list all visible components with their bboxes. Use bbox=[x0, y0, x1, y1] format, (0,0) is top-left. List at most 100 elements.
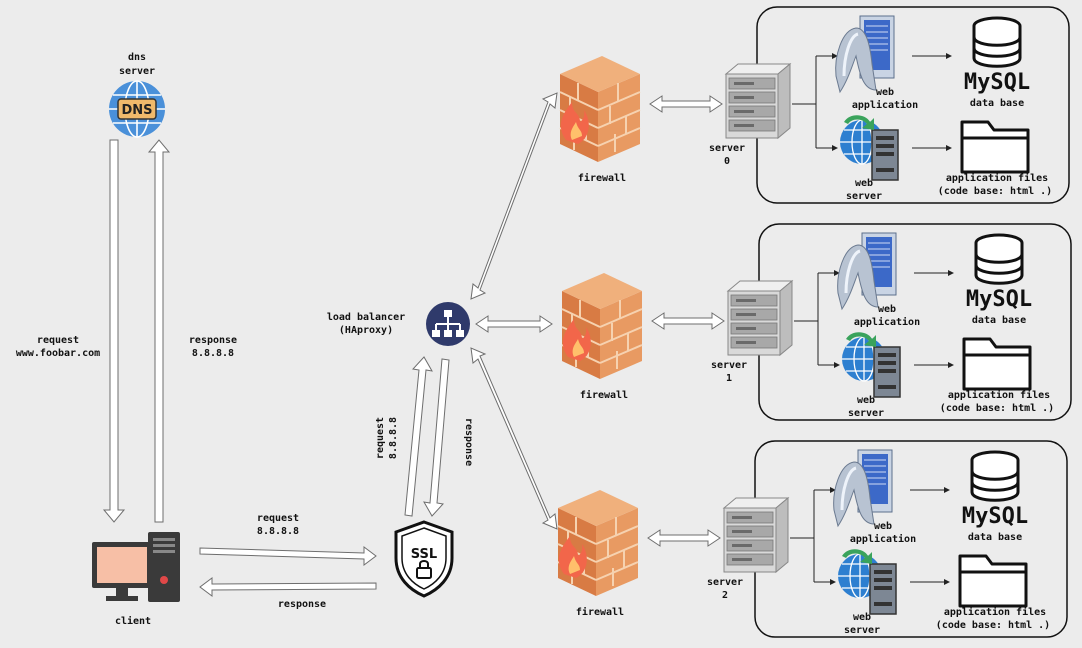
client-ssl-response: response bbox=[278, 599, 326, 610]
folder-icon bbox=[958, 554, 1028, 608]
app-files-label-line1: application files bbox=[946, 172, 1048, 184]
connector-arrowhead bbox=[830, 579, 836, 585]
database-label: data base bbox=[972, 315, 1026, 326]
load-balancer-label-line2: (HAproxy) bbox=[339, 325, 393, 336]
connector-arrowhead bbox=[946, 145, 952, 151]
client-dns-response-line1: response bbox=[189, 335, 237, 346]
connector-arrowhead bbox=[944, 579, 950, 585]
server-rack-icon bbox=[725, 63, 791, 139]
web-server-icon bbox=[837, 548, 897, 615]
server-label-line2: 0 bbox=[724, 156, 730, 167]
connector-arrowhead bbox=[832, 145, 838, 151]
folder-icon bbox=[962, 337, 1032, 391]
dns-label-line2: server bbox=[119, 66, 155, 77]
web-server-icon bbox=[841, 331, 901, 398]
app-files-label-line2: (code base: html .) bbox=[938, 186, 1052, 197]
arrow-dns-to-client-response bbox=[147, 139, 171, 523]
dns-label-line1: dns bbox=[128, 52, 146, 63]
web-app-label-line2: application bbox=[854, 316, 920, 328]
connector-arrowhead bbox=[832, 53, 838, 59]
connector-arrowhead bbox=[948, 362, 954, 368]
arrow-lb-firewall-2 bbox=[470, 347, 558, 530]
client-ssl-request-line1: request bbox=[257, 513, 299, 524]
arrow-ssl-to-client-response bbox=[199, 577, 377, 597]
mysql-logo: MySQL bbox=[962, 504, 1028, 529]
dns-icon-text: DNS bbox=[121, 103, 152, 118]
web-application-icon bbox=[832, 448, 894, 528]
ssl-lb-request-line2: 8.8.8.8 bbox=[388, 417, 399, 459]
app-files-label-line2: (code base: html .) bbox=[936, 620, 1050, 631]
client-ssl-request-line2: 8.8.8.8 bbox=[257, 526, 299, 537]
load-balancer-icon bbox=[426, 302, 470, 346]
web-server-label-line1: web bbox=[853, 612, 871, 623]
folder-icon bbox=[960, 120, 1030, 174]
connector-arrowhead bbox=[834, 362, 840, 368]
firewall-icon bbox=[557, 489, 639, 597]
app-files-label-line1: application files bbox=[944, 606, 1046, 618]
connector-lines bbox=[794, 272, 834, 366]
firewall-label: firewall bbox=[580, 389, 628, 401]
web-application-icon bbox=[834, 14, 896, 94]
connector-arrowhead bbox=[834, 270, 840, 276]
web-server-label-line2: server bbox=[844, 625, 880, 636]
connector-arrowhead bbox=[830, 487, 836, 493]
app-files-label-line1: application files bbox=[948, 389, 1050, 401]
client-dns-request-line2: www.foobar.com bbox=[16, 348, 100, 359]
database-label: data base bbox=[970, 98, 1024, 109]
arrow-lb-firewall-0 bbox=[470, 92, 558, 300]
firewall-icon bbox=[561, 272, 643, 380]
server-rack-icon bbox=[723, 497, 789, 573]
database-icon bbox=[974, 233, 1024, 285]
server-cluster-0: firewall server 0 web application MySQL data b… bbox=[559, 6, 1070, 204]
firewall-label: firewall bbox=[578, 172, 626, 184]
mysql-logo: MySQL bbox=[964, 70, 1030, 95]
connector-arrowhead bbox=[944, 487, 950, 493]
web-server-label-line2: server bbox=[848, 408, 884, 419]
connector-arrowhead bbox=[946, 53, 952, 59]
client-computer-icon bbox=[92, 532, 180, 602]
arrow-client-to-dns-request bbox=[102, 139, 126, 523]
arrow-lb-firewall-1 bbox=[475, 315, 553, 333]
connector-lines bbox=[792, 55, 832, 149]
arrow-lb-to-ssl-response bbox=[423, 358, 450, 517]
arrow-firewall-server bbox=[647, 529, 721, 547]
client-label: client bbox=[115, 615, 151, 627]
arrow-ssl-to-lb-request bbox=[404, 356, 433, 517]
arrow-firewall-server bbox=[651, 312, 725, 330]
dns-server-icon: DNS bbox=[109, 80, 165, 138]
web-app-label-line2: application bbox=[852, 99, 918, 111]
server-label-line1: server bbox=[709, 143, 745, 154]
database-label: data base bbox=[968, 532, 1022, 543]
arrow-firewall-server bbox=[649, 95, 723, 113]
server-label-line1: server bbox=[707, 577, 743, 588]
load-balancer-label-line1: load balancer bbox=[327, 312, 405, 323]
app-files-label-line2: (code base: html .) bbox=[940, 403, 1054, 414]
firewall-label: firewall bbox=[576, 606, 624, 618]
web-app-label-line1: web bbox=[874, 521, 892, 532]
web-server-label-line1: web bbox=[857, 395, 875, 406]
web-application-icon bbox=[836, 231, 898, 311]
arrow-client-to-ssl-request bbox=[199, 546, 377, 566]
web-server-icon bbox=[839, 114, 899, 181]
firewall-icon bbox=[559, 55, 641, 163]
server-rack-icon bbox=[727, 280, 793, 356]
server-label-line2: 1 bbox=[726, 373, 732, 384]
web-app-label-line2: application bbox=[850, 533, 916, 545]
server-label-line2: 2 bbox=[722, 590, 728, 601]
connector-lines bbox=[790, 489, 830, 583]
web-app-label-line1: web bbox=[878, 304, 896, 315]
mysql-logo: MySQL bbox=[966, 287, 1032, 312]
connector-arrowhead bbox=[948, 270, 954, 276]
ssl-shield-icon: SSL bbox=[394, 520, 454, 598]
ssl-lb-request-line1: request bbox=[375, 417, 386, 459]
client-dns-response-line2: 8.8.8.8 bbox=[192, 348, 234, 359]
web-server-label-line2: server bbox=[846, 191, 882, 202]
database-icon bbox=[970, 450, 1020, 502]
web-server-label-line1: web bbox=[855, 178, 873, 189]
ssl-lb-response: response bbox=[463, 418, 474, 466]
client-dns-request-line1: request bbox=[37, 335, 79, 346]
database-icon bbox=[972, 16, 1022, 68]
